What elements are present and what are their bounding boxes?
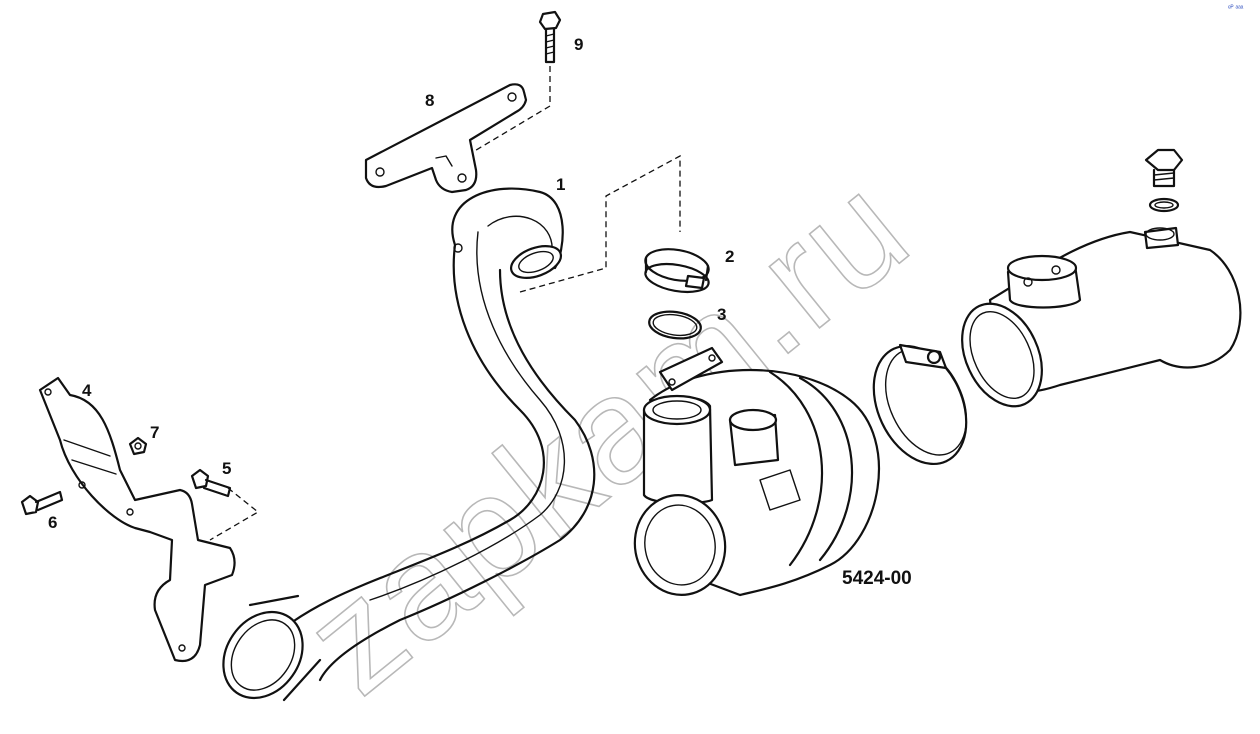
callout-2: 2 <box>725 247 734 266</box>
drawing-code: 5424-00 <box>842 568 912 589</box>
corner-mark: ᵉᴾ ᵃᵃᵃ <box>1228 5 1244 12</box>
callout-7: 7 <box>150 423 159 442</box>
outlet-elbow <box>961 226 1242 408</box>
callout-4: 4 <box>82 381 92 400</box>
turbocharger <box>633 346 881 597</box>
large-hose-clamp <box>872 343 968 466</box>
callout-labels: 1 2 3 4 5 6 7 8 9 <box>48 35 734 532</box>
part-1-pipe <box>222 154 681 702</box>
callout-6: 6 <box>48 513 57 532</box>
part-9-bolt <box>455 10 562 163</box>
callout-3: 3 <box>717 305 726 324</box>
part-4-bracket <box>38 376 260 663</box>
callout-9: 9 <box>574 35 583 54</box>
callout-8: 8 <box>425 91 434 110</box>
part-5-bolt <box>190 468 232 498</box>
callout-1: 1 <box>556 175 565 194</box>
part-8-bracket <box>364 83 528 194</box>
part-3-oring <box>648 310 702 340</box>
part-7-nut <box>128 436 148 456</box>
callout-5: 5 <box>222 459 231 478</box>
part-2-clamp <box>644 248 710 294</box>
plug-and-washer <box>1144 148 1184 213</box>
part-6-bolt <box>20 490 64 516</box>
